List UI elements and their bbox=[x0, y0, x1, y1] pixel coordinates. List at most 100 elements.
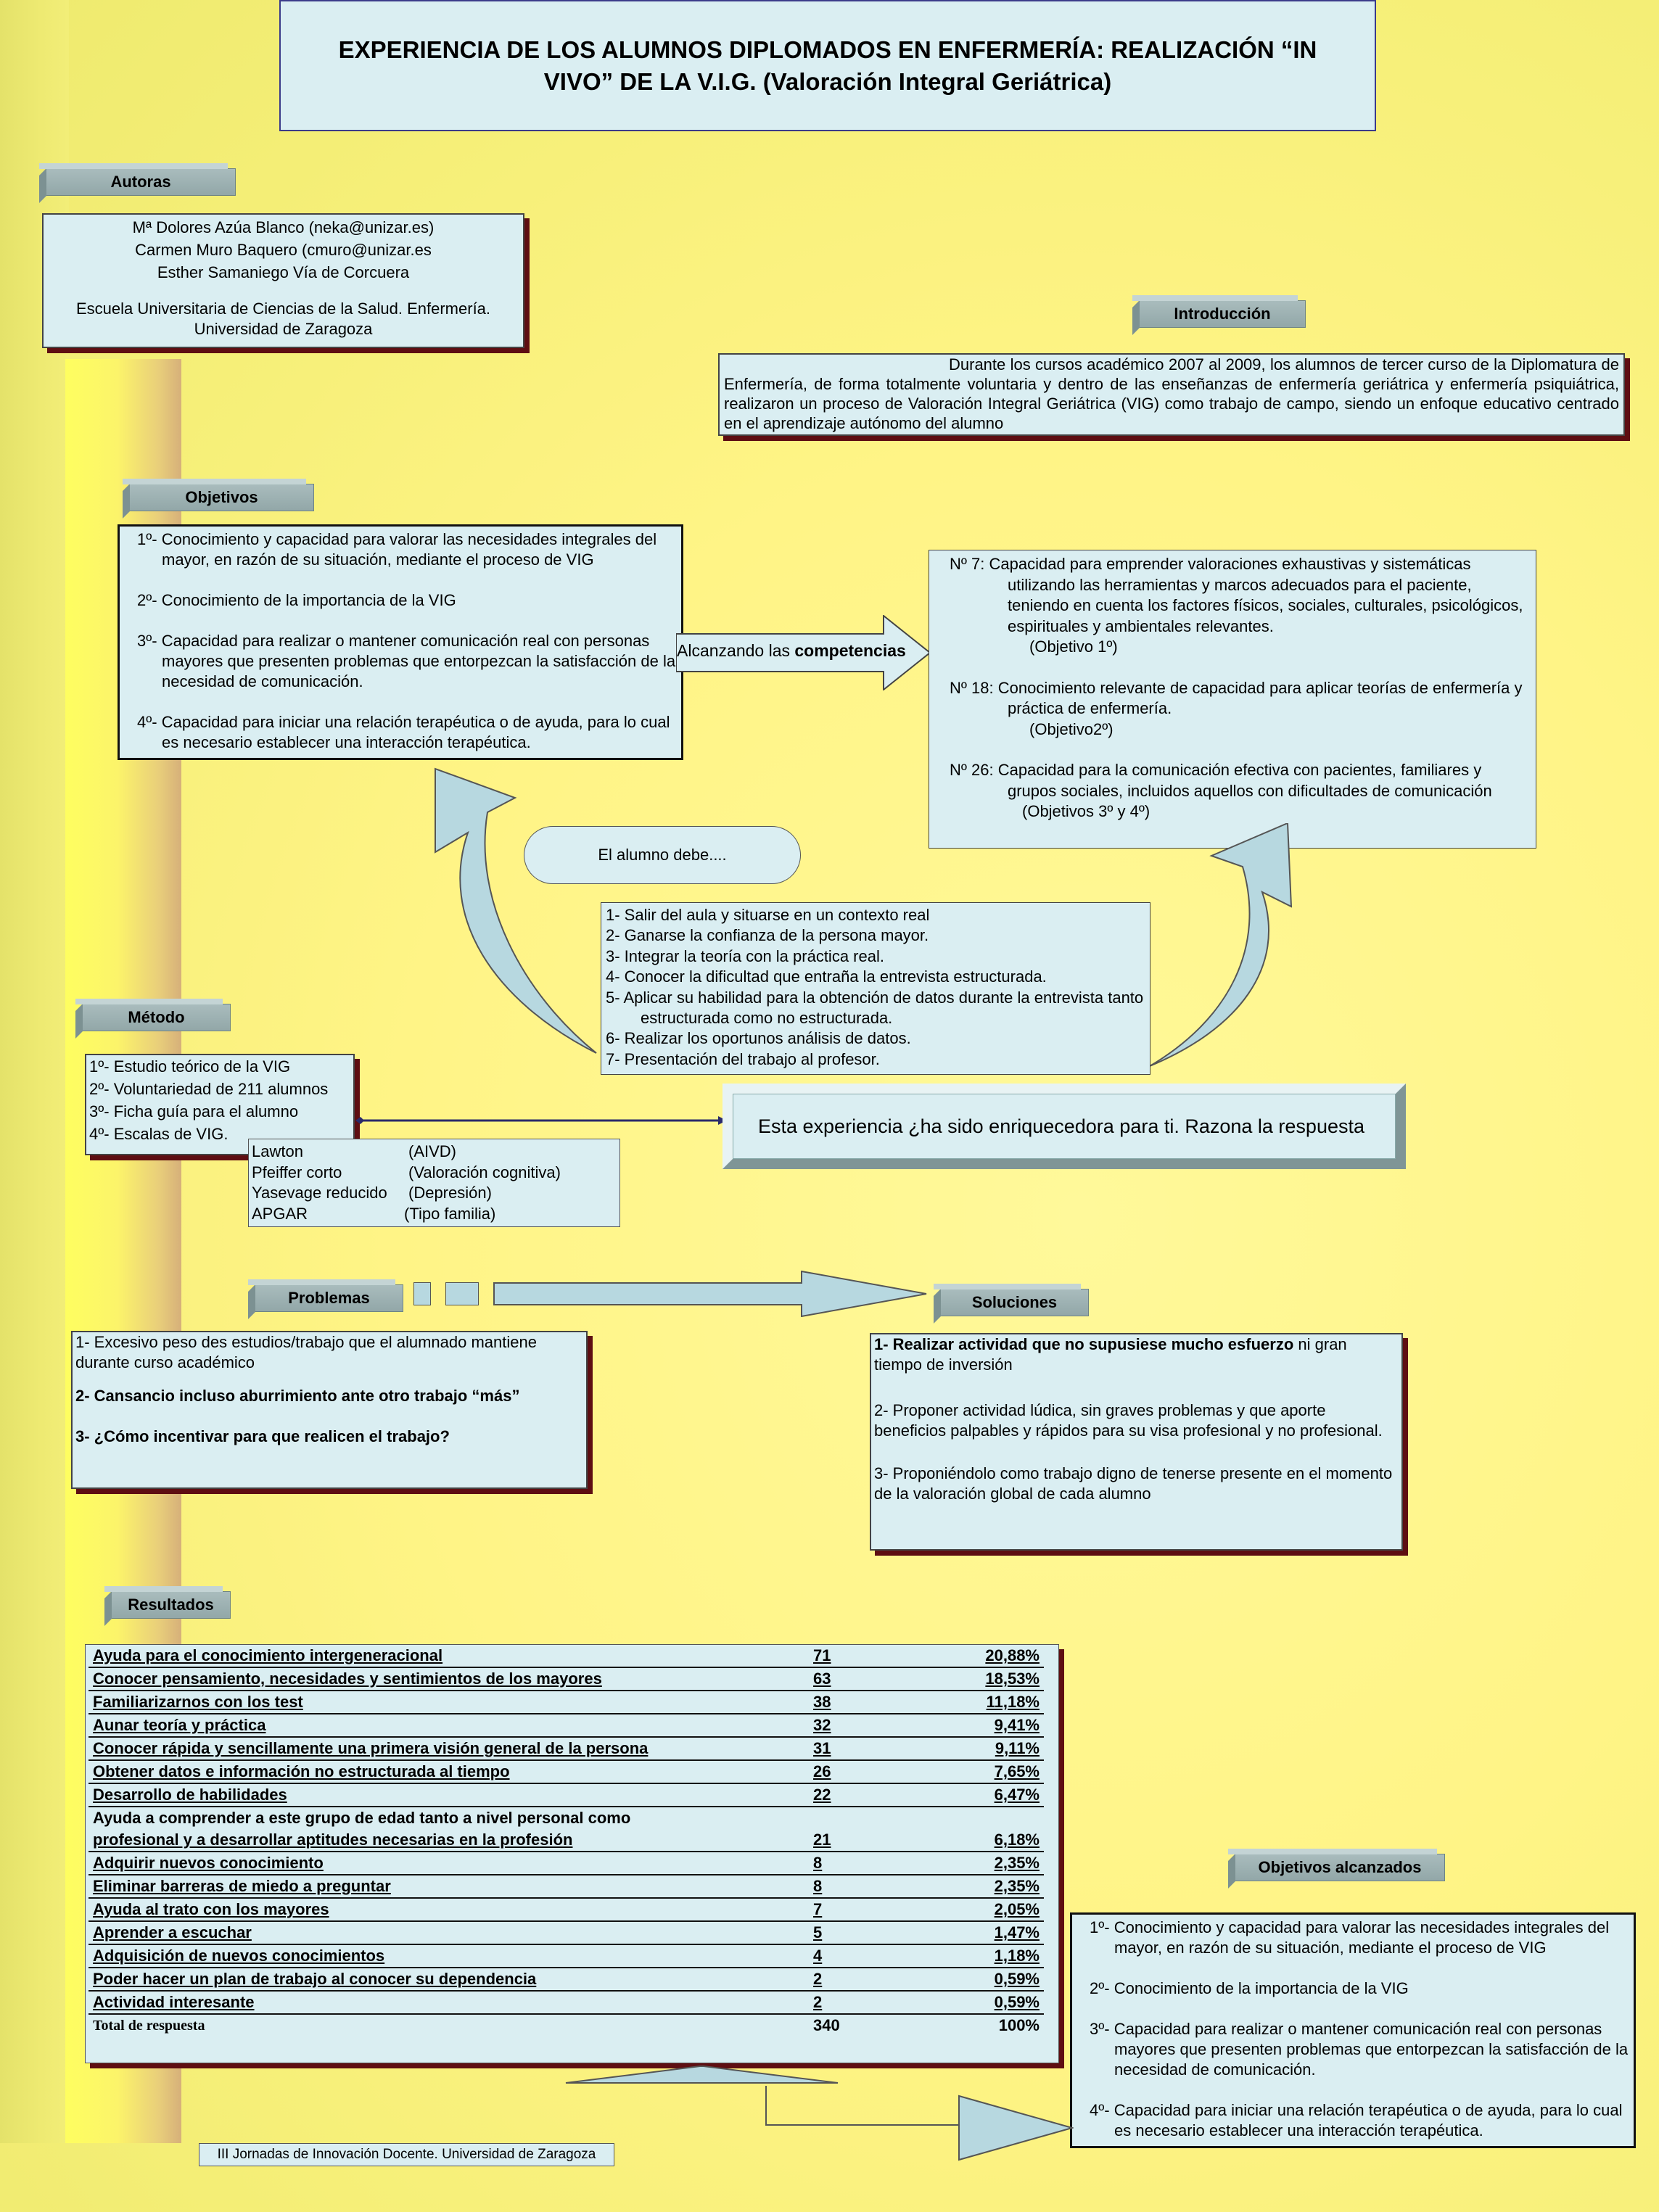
step-item: 4- Conocer la dificultad que entraña la … bbox=[606, 967, 1047, 986]
section-label-metodo: Método bbox=[75, 999, 231, 1031]
question-text: Esta experiencia ¿ha sido enriquecedora … bbox=[758, 1115, 1364, 1137]
method-item: 4º- Escalas de VIG. bbox=[89, 1125, 229, 1143]
scale-item: APGAR (Tipo familia) bbox=[252, 1204, 617, 1225]
objective-item: 4º- Capacidad para iniciar una relación … bbox=[137, 713, 670, 751]
problem-item: 3- ¿Cómo incentivar para que realicen el… bbox=[75, 1427, 450, 1445]
results-item-cell: Obtener datos e información no estructur… bbox=[88, 1760, 809, 1784]
results-item-cell: Ayuda a comprender a este grupo de edad … bbox=[93, 1809, 631, 1827]
results-item-cell: Poder hacer un plan de trabajo al conoce… bbox=[88, 1968, 809, 1992]
results-item-cell: Aprender a escuchar bbox=[88, 1921, 809, 1945]
results-pct-cell: 11,18% bbox=[926, 1691, 1044, 1714]
results-item-cell: Adquirir nuevos conocimiento bbox=[88, 1852, 809, 1875]
problemas-arrow bbox=[493, 1271, 927, 1317]
results-row: Conocer rápida y sencillamente una prime… bbox=[88, 1737, 1044, 1761]
results-item-cell: Conocer pensamiento, necesidades y senti… bbox=[88, 1667, 809, 1691]
results-n-cell: 31 bbox=[809, 1737, 926, 1761]
objective-reached-item: 1º- Conocimiento y capacidad para valora… bbox=[1090, 1918, 1610, 1957]
objective-item: 2º- Conocimiento de la importancia de la… bbox=[137, 591, 456, 609]
results-n-cell: 8 bbox=[809, 1852, 926, 1875]
section-label-objetivos: Objetivos bbox=[123, 479, 314, 511]
method-item: 1º- Estudio teórico de la VIG bbox=[89, 1057, 291, 1076]
section-label-text: Objetivos alcanzados bbox=[1258, 1858, 1422, 1876]
scale-item: Lawton(AIVD) bbox=[252, 1142, 617, 1163]
results-item-cell: profesional y a desarrollar aptitudes ne… bbox=[88, 1829, 809, 1852]
section-label-text: Método bbox=[128, 1008, 185, 1026]
author-institution: Universidad de Zaragoza bbox=[194, 320, 373, 338]
competencia-ref: (Objetivo2º) bbox=[1029, 719, 1113, 738]
method-box: 1º- Estudio teórico de la VIG 2º- Volunt… bbox=[85, 1054, 355, 1155]
section-label-soluciones: Soluciones bbox=[934, 1284, 1089, 1316]
problem-item: 2- Cansancio incluso aburrimiento ante o… bbox=[75, 1387, 520, 1405]
results-item-cell: Familiarizarnos con los test bbox=[88, 1691, 809, 1714]
competencias-arrow-label: Alcanzando las competencias bbox=[677, 641, 906, 661]
solutions-box: 1- Realizar actividad que no supusiese m… bbox=[870, 1333, 1403, 1551]
step-item: 3- Integrar la teoría con la práctica re… bbox=[606, 946, 884, 965]
scale-name: APGAR bbox=[252, 1204, 308, 1223]
scale-desc: (Tipo familia) bbox=[404, 1204, 496, 1223]
results-n-cell: 38 bbox=[809, 1691, 926, 1714]
results-n-cell: 2 bbox=[809, 1991, 926, 2015]
footer-text: III Jornadas de Innovación Docente. Univ… bbox=[217, 2147, 596, 2162]
results-table-box: Ayuda para el conocimiento intergeneraci… bbox=[85, 1644, 1059, 2063]
section-label-text: Autoras bbox=[110, 173, 171, 191]
objective-reached-item: 2º- Conocimiento de la importancia de la… bbox=[1090, 1979, 1409, 1997]
section-label-introduccion: Introducción bbox=[1132, 295, 1306, 328]
scale-desc: (Depresión) bbox=[408, 1184, 492, 1202]
results-pct-cell: 2,35% bbox=[926, 1852, 1044, 1875]
authors-box: Mª Dolores Azúa Blanco (neka@unizar.es) … bbox=[42, 213, 524, 348]
section-label-problemas: Problemas bbox=[248, 1279, 403, 1312]
competencia-ref: (Objetivo 1º) bbox=[1029, 637, 1118, 656]
results-pct-cell: 6,47% bbox=[926, 1783, 1044, 1807]
arrow-label-prefix: Alcanzando las bbox=[677, 641, 795, 660]
solution-rest: ni gran tiempo de inversión bbox=[874, 1335, 1347, 1374]
results-n-cell: 21 bbox=[809, 1829, 926, 1852]
scale-item: Pfeiffer corto(Valoración cognitiva) bbox=[252, 1163, 617, 1184]
footer-credit: III Jornadas de Innovación Docente. Univ… bbox=[199, 2143, 614, 2166]
results-item-cell: Ayuda para el conocimiento intergeneraci… bbox=[88, 1645, 809, 1668]
problem-item: 1- Excesivo peso des estudios/trabajo qu… bbox=[75, 1333, 537, 1371]
results-n-cell: 63 bbox=[809, 1667, 926, 1691]
alumno-debe-bubble: El alumno debe.... bbox=[524, 826, 801, 884]
alumno-debe-text: El alumno debe.... bbox=[598, 846, 727, 864]
scales-box: Lawton(AIVD) Pfeiffer corto(Valoración c… bbox=[248, 1139, 620, 1227]
curved-arrow-left bbox=[435, 767, 597, 1054]
intro-text: Durante los cursos académico 2007 al 200… bbox=[724, 355, 1619, 432]
results-pct-cell: 7,65% bbox=[926, 1760, 1044, 1784]
decorative-small-box bbox=[413, 1282, 431, 1305]
author-institution: Escuela Universitaria de Ciencias de la … bbox=[75, 300, 491, 318]
results-n-cell: 2 bbox=[809, 1968, 926, 1992]
results-item-cell: Eliminar barreras de miedo a preguntar bbox=[88, 1875, 809, 1899]
objective-reached-item: 3º- Capacidad para realizar o mantener c… bbox=[1090, 2020, 1629, 2079]
scale-name: Yasevage reducido bbox=[252, 1184, 387, 1202]
results-pct-cell: 1,18% bbox=[926, 1944, 1044, 1968]
section-label-objetivos-alcanzados: Objetivos alcanzados bbox=[1228, 1849, 1445, 1881]
results-n-cell: 71 bbox=[809, 1645, 926, 1668]
bottom-arrows bbox=[565, 2066, 1074, 2161]
scale-name: Lawton bbox=[252, 1142, 303, 1160]
results-pct-cell: 2,05% bbox=[926, 1898, 1044, 1922]
author-name: Esther Samaniego Vía de Corcuera bbox=[157, 263, 410, 281]
results-row-continued: Ayuda a comprender a este grupo de edad … bbox=[88, 1807, 1044, 1829]
competencia-ref: (Objetivos 3º y 4º) bbox=[1022, 802, 1150, 820]
solution-item: 1- Realizar actividad que no supusiese m… bbox=[874, 1334, 1399, 1374]
step-item: 7- Presentación del trabajo al profesor. bbox=[606, 1049, 880, 1068]
background-left-strip bbox=[0, 0, 69, 2143]
question-box: Esta experiencia ¿ha sido enriquecedora … bbox=[723, 1084, 1406, 1169]
results-row: profesional y a desarrollar aptitudes ne… bbox=[88, 1829, 1044, 1852]
results-row: Poder hacer un plan de trabajo al conoce… bbox=[88, 1968, 1044, 1992]
results-pct-cell: 1,47% bbox=[926, 1921, 1044, 1945]
poster-title: EXPERIENCIA DE LOS ALUMNOS DIPLOMADOS EN… bbox=[279, 0, 1376, 131]
objective-item: 1º- Conocimiento y capacidad para valora… bbox=[137, 530, 657, 569]
results-item-cell: Adquisición de nuevos conocimientos bbox=[88, 1944, 809, 1968]
author-name: Carmen Muro Baquero (cmuro@unizar.es bbox=[135, 241, 432, 259]
results-row: Obtener datos e información no estructur… bbox=[88, 1760, 1044, 1784]
problems-box: 1- Excesivo peso des estudios/trabajo qu… bbox=[71, 1331, 588, 1489]
method-item: 2º- Voluntariedad de 211 alumnos bbox=[89, 1080, 329, 1098]
